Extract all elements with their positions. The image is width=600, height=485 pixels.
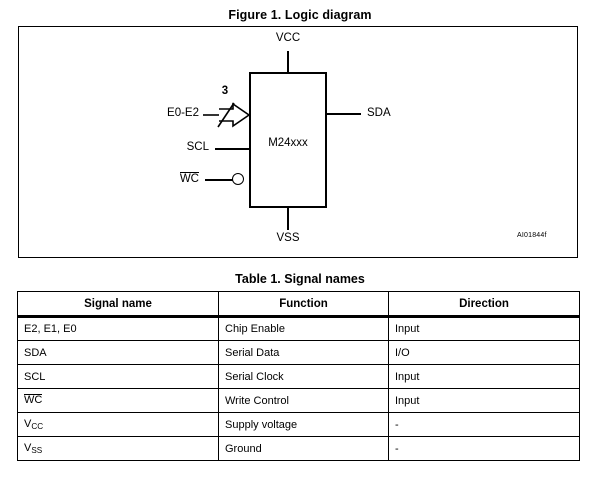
cell-signal-name: SCL [17,364,219,389]
pin-label-wc-text: WC [179,172,199,185]
pin-label-scl: SCL [186,141,209,153]
cell-direction: Input [388,364,580,389]
wire-vcc [287,51,289,73]
pin-label-wc: WC [149,172,199,185]
table-header-row: Signal name Function Direction [17,291,580,318]
chip-body [249,72,327,208]
signal-name-overlined: WC [24,394,43,407]
logic-diagram: VCC M24xxx VSS SDA SCL WC E0-E2 3 [19,27,579,259]
pin-label-sda: SDA [367,107,391,119]
signal-name-subscript: SS [31,445,43,455]
bus-arrow-icon [203,102,251,128]
signal-names-table-wrapper: Signal name Function Direction E2, E1, E… [17,291,580,461]
cell-direction: - [388,412,580,437]
pin-label-vcc: VCC [275,32,301,44]
inversion-bubble-icon [232,173,244,185]
cell-direction: I/O [388,340,580,365]
cell-function: Write Control [218,388,389,413]
cell-function: Serial Data [218,340,389,365]
cell-function: Ground [218,436,389,461]
column-header-signal-name: Signal name [17,291,219,318]
signal-names-table: Signal name Function Direction E2, E1, E… [17,291,580,461]
cell-function: Supply voltage [218,412,389,437]
column-header-direction: Direction [388,291,580,318]
figure-reference-code: AI01844f [517,232,547,239]
pin-label-vss: VSS [276,232,300,244]
cell-signal-name: WC [17,388,219,413]
cell-signal-name: E2, E1, E0 [17,316,219,341]
cell-signal-name: VSS [17,436,219,461]
signal-name-subscript: CC [31,421,44,431]
cell-direction: - [388,436,580,461]
pin-label-e-bus: E0-E2 [167,107,199,119]
wire-wc [205,179,233,181]
cell-function: Serial Clock [218,364,389,389]
wire-vss [287,207,289,230]
table-title: Table 1. Signal names [235,272,365,286]
cell-direction: Input [388,316,580,341]
cell-direction: Input [388,388,580,413]
chip-label: M24xxx [268,137,308,149]
cell-signal-name: VCC [17,412,219,437]
bus-width-label: 3 [221,85,229,97]
column-header-function: Function [218,291,389,318]
cell-function: Chip Enable [218,316,389,341]
wire-sda [327,113,361,115]
figure-title: Figure 1. Logic diagram [228,8,372,22]
figure-frame: VCC M24xxx VSS SDA SCL WC E0-E2 3 [18,26,578,258]
cell-signal-name: SDA [17,340,219,365]
wire-scl [215,148,250,150]
